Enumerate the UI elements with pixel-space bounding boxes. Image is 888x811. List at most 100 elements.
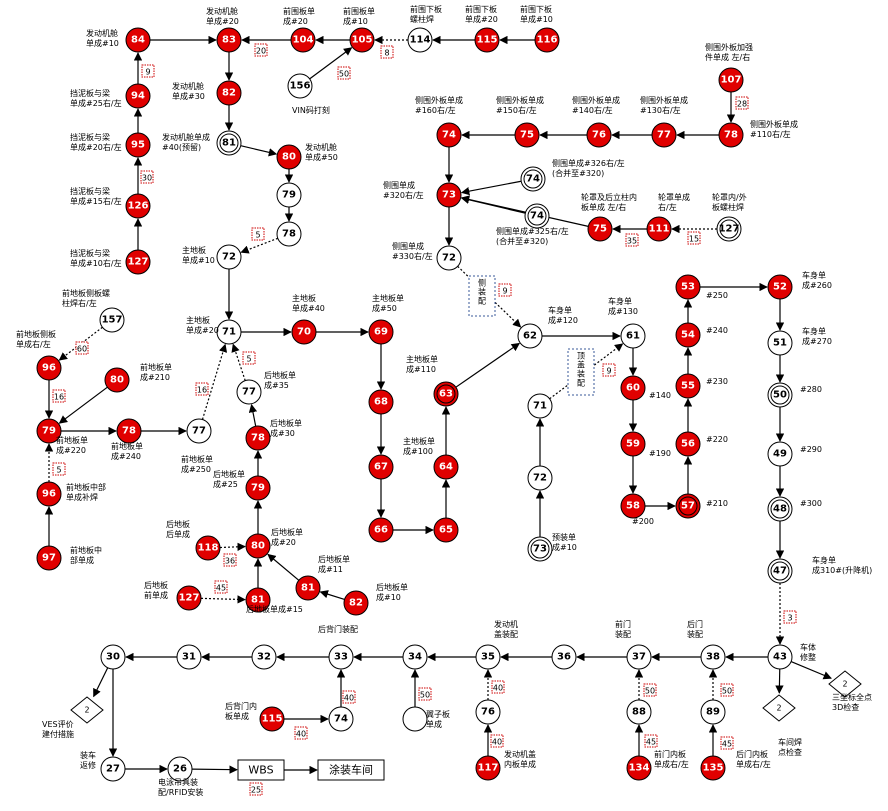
node-label: 126 [128,201,149,212]
node-circle [125,83,151,109]
badge-label: 60 [77,345,87,354]
node-n127c: 127 [176,585,202,611]
node-circle [216,244,242,270]
node-n79b: 79 [36,418,62,444]
diamond-d3: 2 [828,670,862,698]
node-n76b: 76 [475,699,501,725]
node-n81b: 81 [245,587,271,613]
station-label-2: 前围板单成#10 [343,6,375,26]
step-badge-19: 40 [342,690,356,704]
edge-solid-29 [58,386,108,424]
node-n74b: 74 [520,166,546,192]
badge-label: 40 [492,738,502,747]
station-label-0: 发动机舱单成#20 [206,6,239,26]
station-label-12: 发动机舱单成#50 [305,142,338,162]
station-label-31: 主地板单成#20 [186,315,219,335]
station-label-58: #220 [706,435,728,444]
station-label-10: 挡泥板与梁单成#20右/左 [70,132,122,152]
node-label: 56 [681,439,695,450]
station-label-50: 后地板单成#15 [246,604,303,614]
node-label: 43 [773,652,787,663]
node-circle [368,389,394,415]
step-badge-26: 45 [644,734,658,748]
node-label: 82 [349,598,363,609]
node-n63: 63 [433,381,459,407]
edge-solid-42 [248,403,258,427]
edge-solid-9 [309,47,353,80]
edge-solid-22 [460,180,522,196]
node-circle [125,132,151,158]
step-badge-28: 25 [249,782,263,796]
station-label-47: 后地板单成#20 [271,527,303,547]
badge-label: 40 [296,730,306,739]
badge-rect [720,683,734,697]
node-circle [433,381,459,407]
station-label-54: #140 [649,391,671,400]
node-circle [402,644,428,670]
node-label: 78 [282,229,296,240]
station-label-69: 前门装配 [615,619,631,639]
badge-label: 20 [256,47,266,56]
station-label-48: 后地板单成#11 [318,554,350,574]
node-circle [517,323,543,349]
station-label-4: 前围下板单成#20 [465,4,498,24]
badge-rect [644,734,658,748]
node-label: 78 [251,433,265,444]
badge-label: 16 [54,393,64,402]
badge-rect [140,170,154,184]
node-n71b: 71 [527,393,553,419]
node-circle [328,706,354,732]
node-label: 66 [374,525,388,536]
node-n78a: 78 [276,221,302,247]
station-label-68: 车体修整 [800,642,816,662]
node-circle [216,80,242,106]
node-label: 49 [773,449,787,460]
node-circle [176,644,202,670]
step-badge-1: 8 [380,45,394,59]
badge-rect [223,553,237,567]
badge-rect [491,680,505,694]
node-n79a: 79 [276,182,302,208]
badge-rect [337,66,351,80]
node-label: 105 [352,35,373,46]
station-label-66: #300 [800,499,822,508]
node-circle [167,756,193,782]
node-label: 77 [192,426,206,437]
station-label-36: 前地板单成#220 [56,435,88,455]
node-n94: 94 [125,83,151,109]
node-n62: 62 [517,323,543,349]
station-label-65: #290 [800,445,822,454]
node-label: 30 [106,652,120,663]
station-label-21: 侧围单成#326右/左(合并至#320) [552,158,625,178]
diamond-shape [70,696,104,724]
station-label-43: 主地板单成#100 [403,436,435,456]
step-badge-17: 9 [498,283,512,297]
node-label: 81 [251,595,265,606]
badge-rect [249,782,263,796]
node-circle [245,587,271,613]
step-badge-0: 20 [254,43,268,57]
node-circle [368,319,394,345]
node-n71a: 71 [216,319,242,345]
diamond-shape [762,694,796,722]
node-n60: 60 [620,375,646,401]
node-label: 82 [222,88,236,99]
node-label: 104 [293,35,314,46]
node-n48: 48 [767,496,793,522]
node-circle [675,431,701,457]
badge-rect [75,341,89,355]
node-circle [620,493,646,519]
station-label-13: 挡泥板与梁单成#15右/左 [70,186,122,206]
node-circle [514,122,540,148]
node-label: 52 [773,282,787,293]
node-n43: 43 [767,644,793,670]
node-circle [125,249,151,275]
node-n127b: 127 [716,216,742,242]
node-circle [276,221,302,247]
node-circle [195,535,221,561]
node-label: 95 [131,140,145,151]
node-n38: 38 [700,644,726,670]
node-circle [524,203,550,229]
node-label: 27 [106,764,120,775]
step-badge-14: 5 [52,462,66,476]
